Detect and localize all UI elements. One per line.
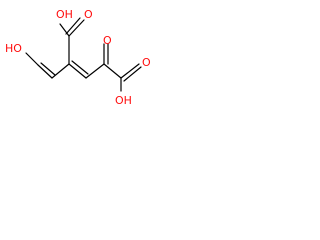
- bond-ch-c-ketone: [85, 63, 105, 79]
- carboxyl-right-oxygen-label: O: [142, 56, 151, 69]
- ketone-oxygen-label: O: [103, 34, 112, 47]
- bond-c-cooh-right: [103, 63, 122, 79]
- bond-cooh-top-c-oh: [59, 23, 70, 37]
- bond-cooh-right-c-o-double-b: [123, 66, 142, 82]
- bond-ch-ch-double-b: [40, 62, 56, 76]
- carboxyl-top-hydroxyl-label: OH: [56, 8, 73, 21]
- bond-ho-ch: [25, 52, 39, 66]
- bond-cooh-top-c-o-double-b: [65, 17, 81, 35]
- bond-cooh-top-c-o-double-a: [68, 19, 85, 37]
- bond-c-ch-double-b: [71, 60, 89, 75]
- bond-c-ch-double-a: [68, 63, 87, 79]
- chemical-structure-diagram: HO O OH O O OH: [5, 8, 151, 107]
- bond-cooh-right-c-o-double-a: [120, 63, 140, 79]
- hydroxy-label-left: HO: [5, 42, 22, 55]
- bond-ch-ch-double-a: [37, 64, 53, 79]
- carboxyl-right-hydroxyl-label: OH: [115, 94, 132, 107]
- bond-ch-c-central: [51, 63, 70, 79]
- carboxyl-top-oxygen-label: O: [84, 8, 93, 21]
